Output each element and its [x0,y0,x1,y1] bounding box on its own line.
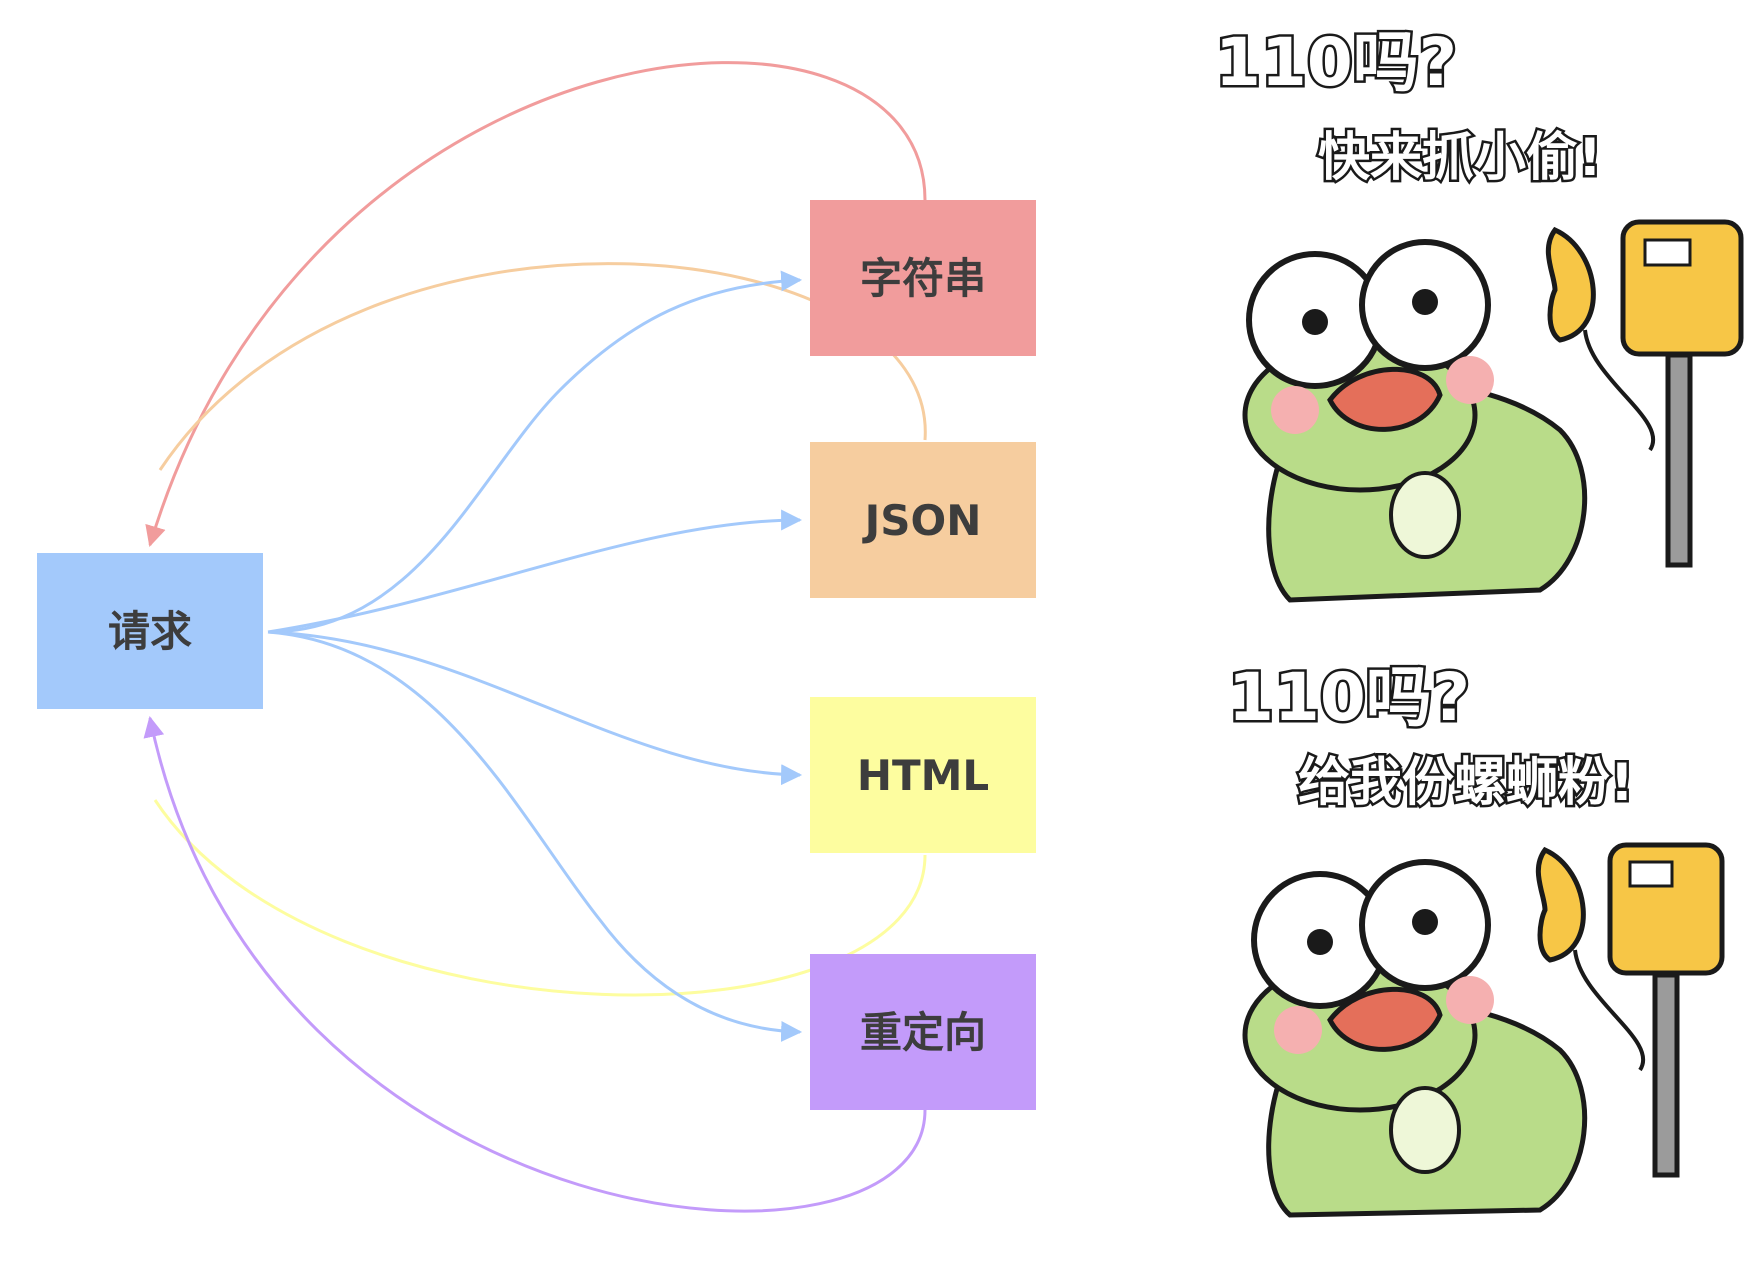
edge-request-to-string [267,270,803,634]
node-request-label: 请求 [108,607,192,656]
frog-sticker-bottom: 110吗? 给我份螺蛳粉! [1226,657,1725,1218]
edge-redirect-to-request [143,715,927,1213]
node-redirect[interactable]: 重定向 [810,954,1036,1110]
edge-request-to-redirect [267,630,803,1042]
phone-icon [1545,219,1744,568]
sticker-bottom-line2: 给我份螺蛳粉! [1298,753,1634,813]
node-html[interactable]: HTML [810,697,1036,853]
frog-icon [1242,859,1588,1218]
edge-request-to-json [267,509,803,634]
edge-request-to-html [267,630,803,786]
node-string[interactable]: 字符串 [810,200,1036,356]
phone-icon [1535,842,1725,1178]
sticker-top-line1: 110吗? [1215,24,1457,101]
node-redirect-label: 重定向 [860,1008,986,1057]
frog-sticker-top: 110吗? 快来抓小偷! [1213,22,1744,603]
frog-icon [1242,239,1588,603]
node-html-label: HTML [857,751,989,800]
node-request[interactable]: 请求 [37,553,263,709]
edge-string-to-request [145,61,927,548]
node-string-label: 字符串 [860,254,986,303]
node-json[interactable]: JSON [810,442,1036,598]
node-json-label: JSON [862,496,982,545]
edge-json-to-request [158,262,927,471]
edge-html-to-request [153,799,927,997]
sticker-top-line2: 快来抓小偷! [1318,128,1602,188]
sticker-bottom-line1: 110吗? [1228,659,1470,736]
